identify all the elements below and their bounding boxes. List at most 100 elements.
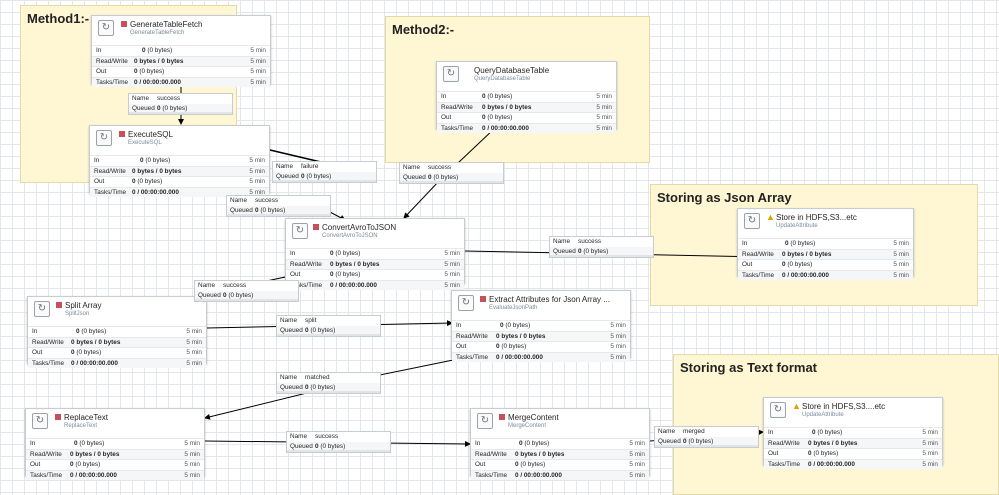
queue-progress-bar: [277, 334, 380, 336]
stop-square-icon: [499, 414, 505, 420]
processor-type: MergeContent: [508, 423, 547, 429]
processor-type: ReplaceText: [64, 423, 98, 429]
queue-progress-bar: [273, 180, 376, 182]
stop-square-icon: [119, 131, 125, 137]
processor-header: ↻ ▲ Store in HDFS,S3....etc UpdateAttrib…: [764, 398, 942, 427]
processor-type: UpdateAttribute: [776, 223, 818, 229]
processor-name: Store in HDFS,S3...etc: [776, 213, 857, 222]
refresh-icon: ↻: [443, 66, 459, 82]
processor-query-database-table[interactable]: ↻ QueryDatabaseTable QueryDatabaseTable …: [436, 61, 617, 133]
refresh-icon: ↻: [744, 213, 760, 229]
processor-name: Extract Attributes for Json Array ...: [489, 295, 610, 304]
refresh-icon: ↻: [292, 223, 308, 239]
processor-generate-table-fetch[interactable]: ↻ GenerateTableFetch GenerateTableFetch …: [91, 15, 271, 87]
processor-type: GenerateTableFetch: [130, 30, 185, 36]
processor-header: ↻ ConvertAvroToJSON ConvertAvroToJSON: [286, 219, 464, 248]
stop-square-icon: [480, 296, 486, 302]
processor-store-text[interactable]: ↻ ▲ Store in HDFS,S3....etc UpdateAttrib…: [763, 397, 943, 469]
label-text-format-text: Storing as Text format: [680, 360, 818, 375]
refresh-icon: ↻: [770, 402, 786, 418]
stop-square-icon: [56, 302, 62, 308]
refresh-icon: ↻: [458, 295, 474, 311]
processor-header: ↻ Split Array SplitJson: [28, 297, 206, 326]
queue-progress-bar: [277, 391, 380, 393]
processor-name: Split Array: [65, 301, 102, 310]
label-method2-text: Method2:-: [392, 22, 455, 37]
processor-extract-attributes[interactable]: ↻ Extract Attributes for Json Array ... …: [451, 290, 631, 362]
processor-type: UpdateAttribute: [802, 412, 844, 418]
processor-store-json[interactable]: ↻ ▲ Store in HDFS,S3...etc UpdateAttribu…: [737, 208, 914, 280]
queue-progress-bar: [129, 112, 232, 114]
processor-header: ↻ GenerateTableFetch GenerateTableFetch: [92, 16, 270, 45]
warning-icon: ▲: [792, 401, 801, 411]
warning-icon: ▲: [766, 212, 775, 222]
processor-type: EvaluateJsonPath: [489, 305, 538, 311]
queue-progress-bar: [550, 255, 653, 257]
processor-header: ↻ Extract Attributes for Json Array ... …: [452, 291, 630, 320]
processor-header: ↻ ExecuteSQL ExecuteSQL: [90, 126, 269, 155]
refresh-icon: ↻: [477, 413, 493, 429]
processor-convert-avro-to-json[interactable]: ↻ ConvertAvroToJSON ConvertAvroToJSON In…: [285, 218, 465, 290]
processor-header: ↻ QueryDatabaseTable QueryDatabaseTable: [437, 62, 616, 91]
refresh-icon: ↻: [98, 20, 114, 36]
refresh-icon: ↻: [34, 301, 50, 317]
processor-type: SplitJson: [65, 311, 90, 317]
queue-progress-bar: [400, 181, 503, 183]
processor-header: ↻ ▲ Store in HDFS,S3...etc UpdateAttribu…: [738, 209, 913, 238]
stop-square-icon: [121, 21, 127, 27]
queue-progress-bar: [227, 214, 330, 216]
processor-type: ExecuteSQL: [128, 140, 162, 146]
